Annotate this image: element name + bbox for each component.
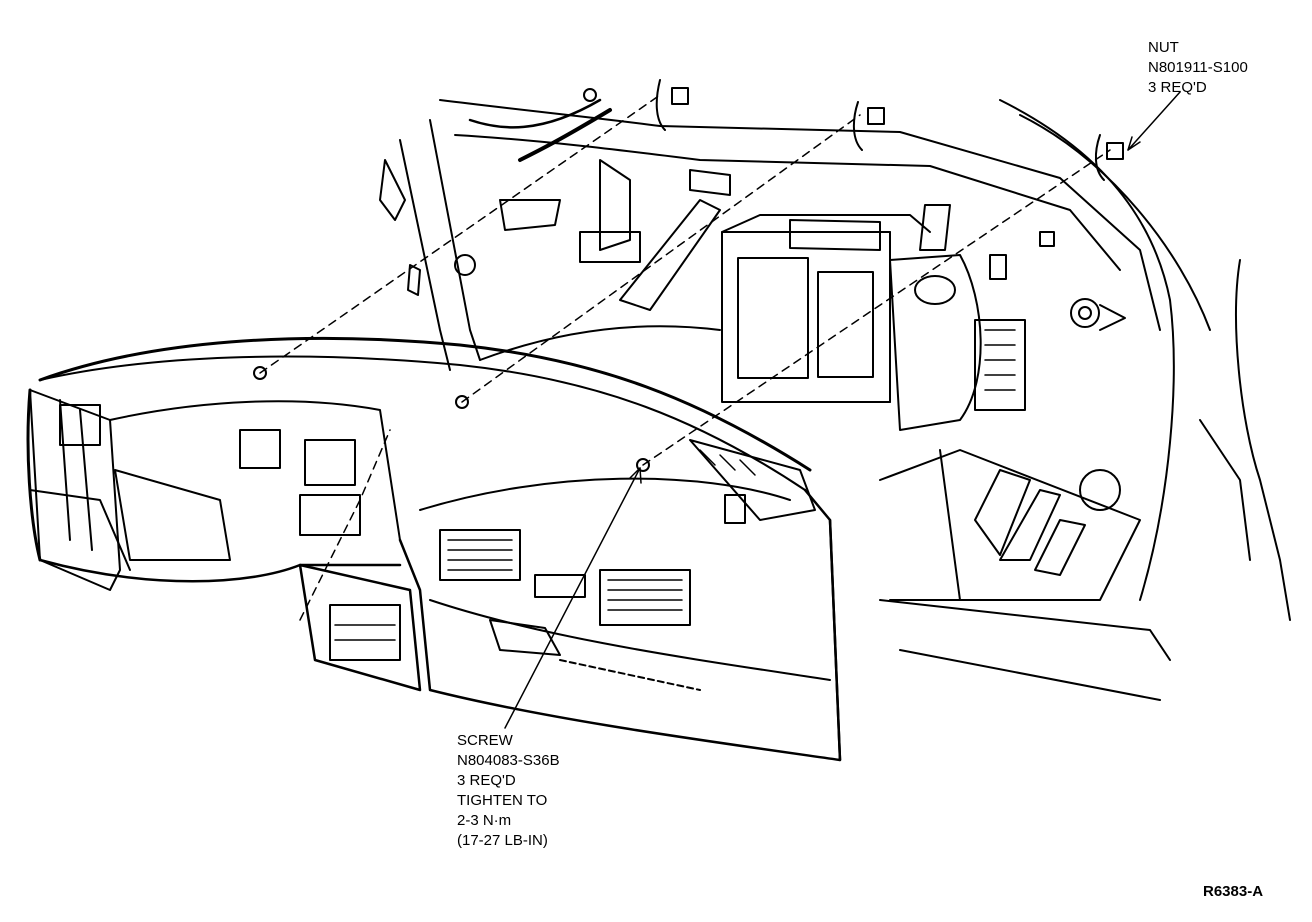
- screw-callout: SCREW N804083-S36B 3 REQ'D TIGHTEN TO 2-…: [457, 731, 560, 851]
- nut-clips: [655, 79, 1124, 181]
- leader-lines: [504, 91, 1181, 729]
- screw-callout-line-6: (17-27 LB-IN): [457, 832, 548, 849]
- screw-callout-line-5: 2-3 N·m: [457, 812, 512, 829]
- screw-callout-line-4: TIGHTEN TO: [457, 792, 548, 809]
- screw-callout-line-3: 3 REQ'D: [457, 772, 516, 789]
- nut-callout-line-2: N801911-S100: [1148, 59, 1248, 76]
- left-pillar: [379, 88, 612, 296]
- nut-leader-arrow: [1127, 136, 1141, 151]
- screw-leader: [504, 467, 641, 729]
- right-body-floor: [879, 99, 1291, 701]
- alignment-lines: [259, 94, 1111, 621]
- screw-leader-arrow: [629, 467, 642, 484]
- nut-clip-left: [655, 79, 689, 131]
- nut-callout-line-1: NUT: [1148, 39, 1179, 56]
- screw-callout-line-1: SCREW: [457, 732, 513, 749]
- nut-callout: NUT N801911-S100 3 REQ'D: [1148, 38, 1248, 98]
- firewall-cowl: [399, 99, 1161, 431]
- screw-callout-line-2: N804083-S36B: [457, 752, 560, 769]
- nut-clip-right: [1094, 134, 1124, 181]
- instrument-panel: [26, 336, 842, 762]
- nut-leader: [1127, 91, 1181, 151]
- figure-id: R6383-A: [1203, 883, 1264, 900]
- nut-callout-line-3: 3 REQ'D: [1148, 79, 1207, 96]
- nut-clip-center: [852, 101, 885, 151]
